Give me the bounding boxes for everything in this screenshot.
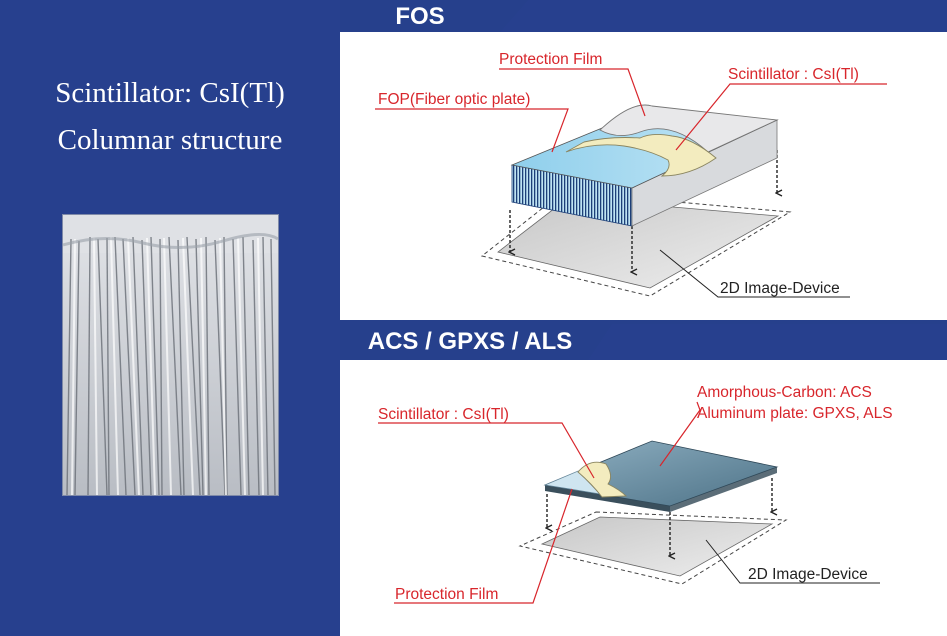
acs-label-scintillator: Scintillator : CsI(Tl)	[378, 406, 509, 423]
acs-plate-leader	[659, 401, 701, 467]
columnar-structure-micrograph	[62, 215, 279, 496]
fos-label-fop: FOP(Fiber optic plate)	[378, 91, 530, 108]
acs-label-aluminum-plate: Aluminum plate: GPXS, ALS	[697, 405, 893, 422]
acs-header: ACS / GPXS / ALS	[340, 324, 612, 360]
fos-label-image-device: 2D Image-Device	[720, 280, 840, 297]
fos-label-protection-film: Protection Film	[499, 51, 602, 68]
fos-diagram: Protection Film Scintillator : CsI(Tl) F…	[375, 51, 887, 298]
acs-label-amorphous-carbon: Amorphous-Carbon: ACS	[697, 384, 872, 401]
fos-protection-film-leader	[499, 68, 646, 117]
fos-label-scintillator: Scintillator : CsI(Tl)	[728, 66, 859, 83]
acs-image-device-outline	[518, 511, 788, 585]
acs-plate-side-edge	[670, 467, 777, 512]
acs-label-image-device: 2D Image-Device	[748, 566, 868, 583]
fos-scintillator-layer	[565, 133, 717, 177]
acs-diagram: Amorphous-Carbon: ACS Aluminum plate: GP…	[378, 384, 893, 604]
title-line-scintillator: Scintillator: CsI(Tl)	[55, 77, 285, 109]
title-line-columnar: Columnar structure	[57, 124, 283, 156]
acs-label-protection-film: Protection Film	[395, 586, 498, 603]
acs-plate-front-edge	[545, 485, 670, 512]
acs-device-leader	[705, 539, 880, 584]
fos-device-leader	[659, 249, 850, 298]
fos-scintillator-leader	[675, 83, 887, 151]
fos-header: FOS	[340, 0, 528, 32]
acs-scintillator-leader	[378, 422, 595, 479]
acs-header-text: ACS / GPXS / ALS	[368, 328, 572, 355]
acs-protection-film-leader	[394, 488, 573, 604]
left-title: Scintillator: CsI(Tl) Columnar structure	[0, 70, 340, 164]
acs-image-device	[540, 516, 774, 577]
fos-fop-leader	[375, 108, 569, 153]
fos-header-band	[340, 0, 528, 32]
fos-protection-film	[599, 104, 779, 153]
fos-image-device-outline	[480, 191, 792, 297]
micrograph-image	[62, 215, 279, 496]
fos-header-text: FOS	[395, 3, 444, 30]
fos-image-device	[497, 197, 780, 289]
acs-header-band	[340, 324, 612, 360]
